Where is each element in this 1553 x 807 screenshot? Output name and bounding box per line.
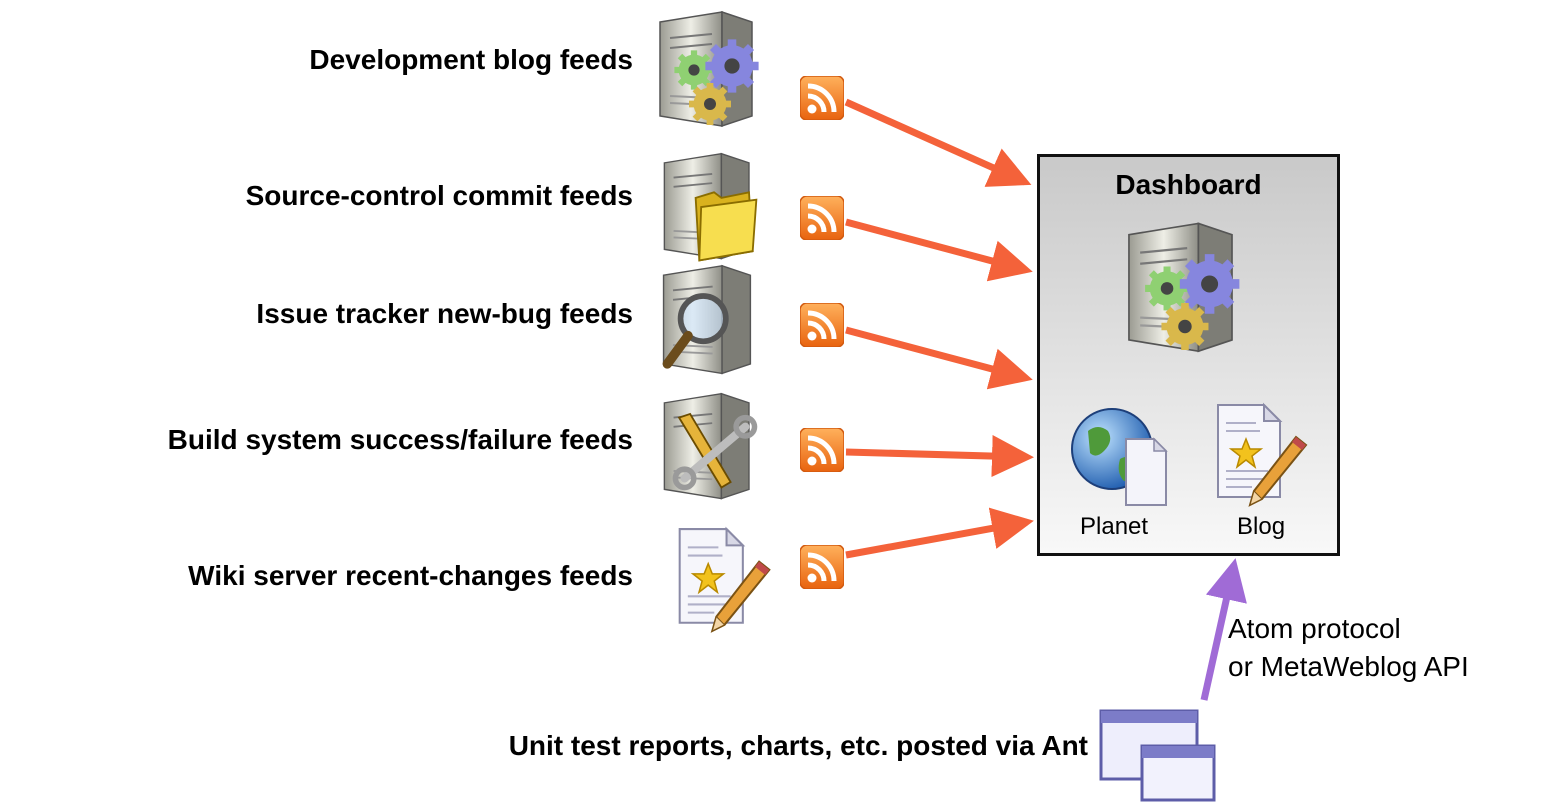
tools-server-icon <box>663 392 758 500</box>
application-windows-icon <box>1099 709 1216 802</box>
folder-server-icon <box>663 152 758 262</box>
post-arrow-ant <box>1200 558 1247 701</box>
feed-arrow-issue-tracker <box>845 326 1033 390</box>
magnifier-server-icon <box>662 264 752 375</box>
blog-label: Blog <box>1237 513 1286 540</box>
source-label-wiki: Wiki server recent-changes feeds <box>188 560 633 591</box>
blog-icon <box>1217 404 1307 506</box>
feed-arrow-build-system <box>845 435 1034 478</box>
protocol-note-line2: or MetaWeblog API <box>1228 651 1469 682</box>
source-label-build-system: Build system success/failure feeds <box>167 424 633 455</box>
feed-arrow-dev-blog <box>844 98 1032 187</box>
feed-arrow-wiki <box>845 507 1034 559</box>
planet-label: Planet <box>1080 513 1149 540</box>
gear-server-icon <box>1127 222 1260 359</box>
source-label-issue-tracker: Issue tracker new-bug feeds <box>256 298 633 329</box>
feed-arrow-source-control <box>845 218 1033 282</box>
unit-test-label: Unit test reports, charts, etc. posted v… <box>508 730 1088 761</box>
dashboard-title: Dashboard <box>1115 169 1262 200</box>
source-label-source-control: Source-control commit feeds <box>245 180 633 211</box>
protocol-note-line1: Atom protocol <box>1228 613 1401 644</box>
dashboard-box: Dashboard Planet Blog <box>1037 154 1340 556</box>
source-label-dev-blog: Development blog feeds <box>309 44 633 75</box>
globe-page-icon <box>1071 408 1168 506</box>
protocol-note: Atom protocol or MetaWeblog API <box>1228 610 1469 686</box>
